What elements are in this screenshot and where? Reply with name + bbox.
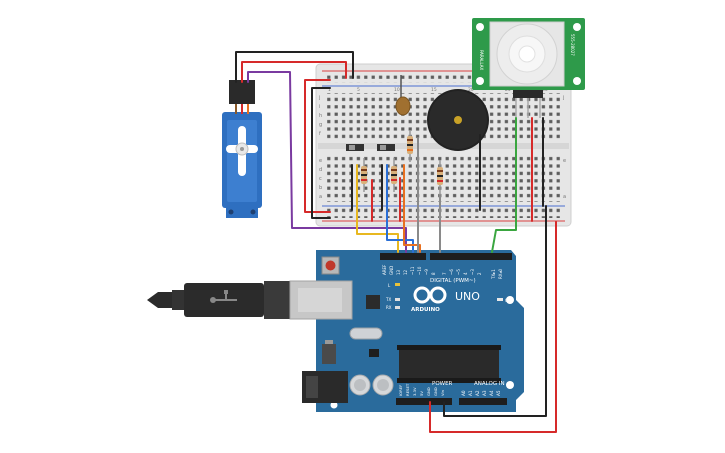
servo-connector <box>229 80 255 104</box>
usb-icon <box>210 290 237 303</box>
pin-label: ~3 <box>470 269 475 275</box>
on-led-label: ON <box>505 298 511 303</box>
pin-label: TX▸1 <box>491 269 496 280</box>
row-letter: c <box>319 176 322 182</box>
pin-label: 2 <box>477 272 482 275</box>
row-letter: a <box>319 194 322 200</box>
col-number: 15 <box>431 87 437 93</box>
rx-led-label: RX <box>386 305 392 310</box>
pin-label: RESET <box>405 383 410 396</box>
pin-label: ~11 <box>410 266 415 275</box>
pin-label: IOREF <box>398 385 403 396</box>
col-number: 5 <box>357 87 360 93</box>
pin-label: A1 <box>468 390 473 396</box>
wire-red <box>429 221 557 433</box>
header-digital-low <box>430 253 512 260</box>
pin-label: 13 <box>396 269 401 275</box>
arduino-uno-board: AREF GND 13 12 ~11 ~10 ~9 8 7 ~6 ~5 4 ~3… <box>302 250 524 412</box>
wire-red <box>241 61 347 83</box>
pin-label: 7 <box>442 272 447 275</box>
header-power <box>396 398 452 405</box>
analog-label: ANALOG IN <box>474 381 505 387</box>
pin-label: RX◂0 <box>498 268 503 279</box>
row-letter: h <box>319 113 322 119</box>
arduino-logo <box>413 286 447 304</box>
photoresistor <box>395 75 411 116</box>
row-letter: d <box>319 167 322 173</box>
digital-label: DIGITAL (PWM~) <box>430 278 476 284</box>
row-letter: g <box>319 122 322 128</box>
resistor <box>437 160 443 196</box>
resistor <box>391 158 397 192</box>
resistor <box>361 158 367 192</box>
pir-sensor: PARALLAX 555-28027 <box>472 18 585 118</box>
wire-green <box>491 117 517 253</box>
wire-purple <box>247 71 407 253</box>
wire-black <box>311 87 331 219</box>
row-letter: e <box>563 158 566 164</box>
pin-label: GND <box>433 387 438 396</box>
pin-label: 3.3V <box>412 387 417 396</box>
pin-label: GND <box>426 387 431 396</box>
row-letter: i <box>319 104 320 110</box>
col-number: 20 <box>468 87 474 93</box>
row-letter: j <box>318 95 320 101</box>
pin-label: ~6 <box>449 269 454 275</box>
wire-yellow <box>356 164 399 253</box>
pin-label: AREF <box>382 264 387 275</box>
atmega-chip <box>399 350 499 378</box>
pin-label: ~10 <box>417 266 422 275</box>
pin-label: A5 <box>496 390 501 396</box>
col-number: 1 <box>328 87 331 93</box>
row-letter: f <box>319 131 321 137</box>
pir-left-text: PARALLAX <box>479 50 484 71</box>
piezo-buzzer <box>427 89 489 151</box>
wire-black <box>235 51 354 83</box>
row-letter: a <box>563 194 566 200</box>
pin-label: 8 <box>431 272 436 275</box>
l-led-label: L <box>388 283 391 288</box>
pin-label: Vin <box>440 389 445 396</box>
pin-label: A2 <box>475 390 480 396</box>
pin-label: A3 <box>482 390 487 396</box>
reset-button[interactable] <box>325 260 336 271</box>
slide-switch-2[interactable] <box>377 144 395 151</box>
wire-red <box>304 79 331 213</box>
pin-label: ~9 <box>424 269 429 275</box>
row-letter: j <box>562 95 564 101</box>
model-label: UNO <box>455 290 480 303</box>
pin-label: GND <box>389 266 394 275</box>
pin-label: A4 <box>489 390 494 396</box>
header-analog <box>459 398 507 405</box>
usb-cable <box>147 280 353 320</box>
resistor <box>407 130 413 162</box>
power-label: POWER <box>432 381 453 387</box>
pin-label: 12 <box>403 269 408 275</box>
pin-label: 5V <box>419 391 424 396</box>
voltage-regulator <box>322 344 336 364</box>
pin-label: ~5 <box>456 269 461 275</box>
tx-led-label: TX <box>385 297 391 302</box>
wire-orange <box>403 164 421 253</box>
pin-label: 4 <box>463 272 468 275</box>
row-letter: e <box>319 158 322 164</box>
header-digital-high <box>380 253 426 260</box>
row-letter: b <box>319 185 322 191</box>
pin-label: A0 <box>461 390 466 396</box>
servo-motor <box>222 80 262 218</box>
pir-right-text: 555-28027 <box>570 34 575 56</box>
col-number: 10 <box>394 87 400 93</box>
crystal-oscillator <box>349 327 383 340</box>
usb-chip <box>366 295 380 309</box>
slide-switch-1[interactable] <box>346 144 364 151</box>
wire-black <box>443 205 547 417</box>
brand-label: ARDUINO <box>411 307 440 313</box>
